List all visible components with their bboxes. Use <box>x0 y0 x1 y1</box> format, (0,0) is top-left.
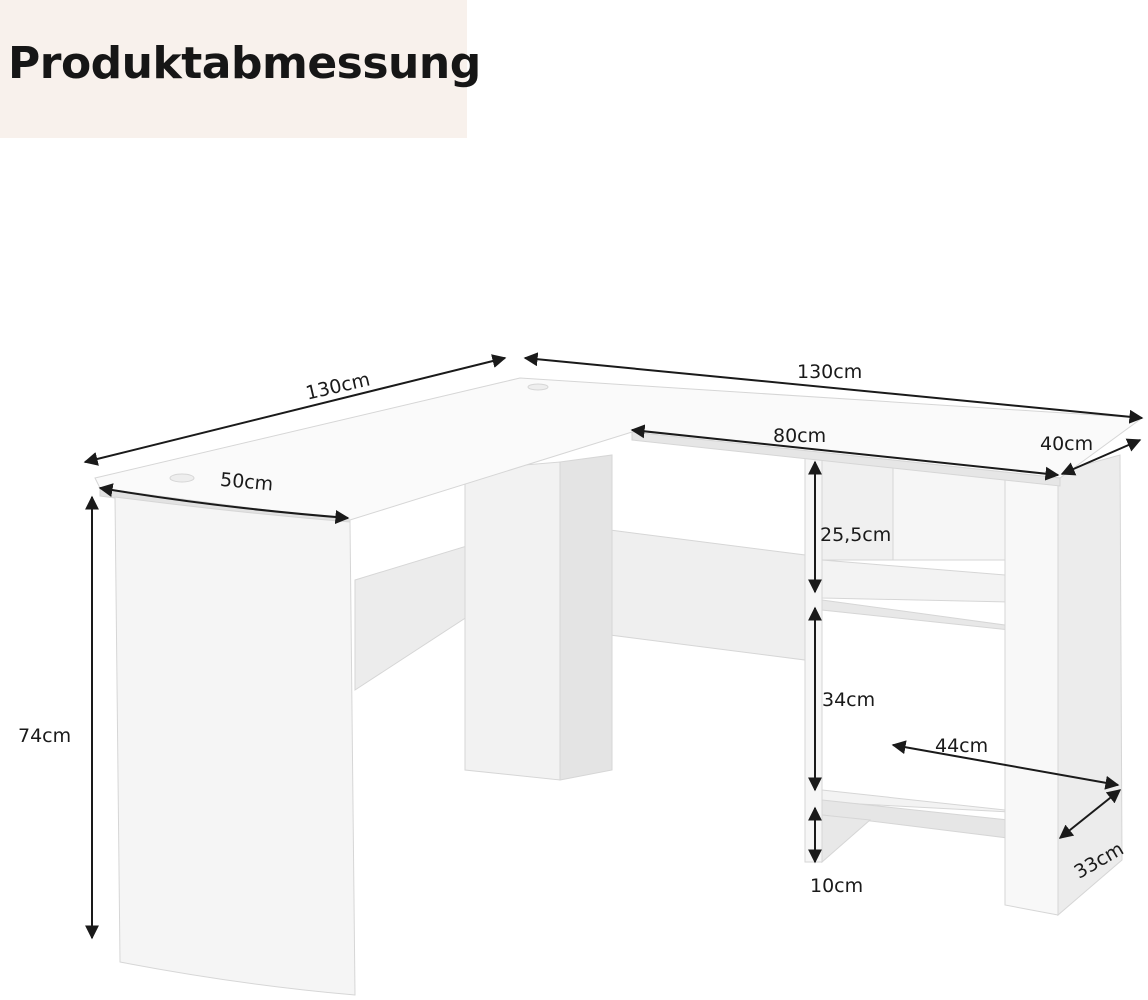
label-middle-shelf-height: 34cm <box>822 689 875 711</box>
title-banner: Produktabmessung <box>0 0 481 138</box>
label-upper-shelf-height: 25,5cm <box>820 524 891 546</box>
label-shelf-width: 44cm <box>935 735 988 757</box>
label-total-height: 74cm <box>18 725 71 747</box>
label-floor-clearance: 10cm <box>810 875 863 897</box>
label-shelf-depth: 40cm <box>1040 433 1093 455</box>
label-inner-length: 80cm <box>773 425 826 447</box>
label-right-length: 130cm <box>797 361 862 383</box>
label-top-depth: 50cm <box>219 469 274 496</box>
desk-illustration <box>94 377 1144 996</box>
dimension-lines <box>83 352 1144 940</box>
page-title: Produktabmessung <box>8 38 481 89</box>
